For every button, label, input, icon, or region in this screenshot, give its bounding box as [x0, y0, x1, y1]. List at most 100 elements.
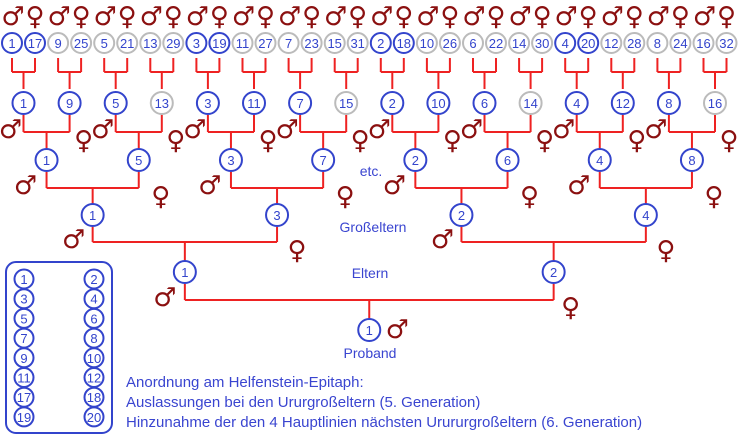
gen6-male-number: 2	[377, 36, 384, 51]
gen6-male-number: 4	[562, 36, 569, 51]
gen6-female-number: 31	[350, 36, 364, 51]
gen5-person-circle	[564, 91, 589, 115]
gen2-parent-number: 1	[181, 265, 188, 280]
female-icon: ♀	[520, 182, 539, 212]
female-icon: ♀	[440, 2, 459, 32]
gen5-person-circle	[426, 91, 451, 115]
female-icon: ♀	[25, 2, 44, 32]
proband-male-icon: ♂	[386, 315, 409, 345]
gen6-female-circle	[116, 32, 139, 54]
proband-label: Proband	[343, 345, 397, 361]
gen3-grandparent-number: 3	[273, 208, 280, 223]
gen6-male-number: 5	[101, 36, 108, 51]
gen4-person-number: 5	[135, 153, 142, 168]
male-icon: ♂	[460, 115, 483, 145]
gen5-person-circle	[195, 91, 220, 115]
grandparents-label: Großeltern	[339, 219, 407, 235]
gen5-person-number: 9	[66, 96, 73, 111]
male-icon: ♂	[183, 115, 206, 145]
gen6-male-circle	[231, 32, 254, 54]
gen4-person-circle	[311, 148, 336, 172]
gen6-female-circle	[70, 32, 93, 54]
female-icon: ♀	[351, 126, 370, 156]
note-line-2: Auslassungen bei den Ururgroßeltern (5. …	[126, 394, 481, 411]
male-icon: ♂	[462, 2, 485, 32]
female-icon: ♀	[348, 2, 367, 32]
gen6-male-circle	[93, 32, 116, 54]
gen5-person-number: 8	[665, 96, 672, 111]
gen6-male-circle	[646, 32, 669, 54]
gen4-person-number: 7	[320, 153, 327, 168]
legend-right-item-number: 4	[90, 292, 97, 307]
gen6-male-number: 10	[420, 36, 434, 51]
gen3-grandparent-number: 4	[642, 208, 649, 223]
male-icon: ♂	[431, 225, 454, 255]
gen2-parent-circle	[172, 260, 197, 284]
male-icon: ♂	[47, 2, 70, 32]
gen6-male-number: 9	[54, 36, 61, 51]
legend-right-item-number: 6	[90, 311, 97, 326]
gen6-male-circle	[185, 32, 208, 54]
gen6-male-number: 7	[285, 36, 292, 51]
gen6-female-circle	[485, 32, 507, 54]
legend-left-item-circle	[13, 406, 35, 428]
female-icon: ♀	[627, 126, 646, 156]
legend-left-item-number: 1	[20, 272, 27, 287]
gen6-male-circle	[323, 32, 346, 54]
male-icon: ♂	[601, 2, 624, 32]
female-icon: ♀	[210, 2, 229, 32]
male-icon: ♂	[644, 115, 667, 145]
female-icon: ♀	[258, 126, 277, 156]
male-icon: ♂	[370, 2, 393, 32]
legend-left-item-number: 3	[20, 292, 27, 307]
gen6-female-number: 27	[258, 36, 272, 51]
gen6-female-circle	[162, 32, 185, 54]
note-line-3: Hinzunahme der den 4 Hauptlinien nächste…	[126, 414, 643, 431]
gen5-person-number: 16	[708, 96, 722, 111]
gen6-female-circle	[577, 32, 600, 54]
legend-right-item-number: 10	[87, 351, 101, 366]
gen5-person-number: 3	[204, 96, 211, 111]
male-icon: ♂	[186, 2, 209, 32]
male-icon: ♂	[278, 2, 301, 32]
gen6-female-number: 17	[28, 36, 42, 51]
gen6-male-circle	[277, 32, 300, 54]
legend-right-item-circle	[83, 406, 105, 428]
legend-box	[5, 261, 113, 434]
male-icon: ♂	[275, 115, 298, 145]
legend-right-item-number: 20	[87, 410, 101, 425]
gen6-female-circle	[623, 32, 646, 54]
male-icon: ♂	[62, 225, 85, 255]
female-icon: ♀	[151, 182, 170, 212]
female-icon: ♀	[719, 126, 738, 156]
gen5-person-circle	[149, 91, 174, 115]
gen6-female-number: 20	[581, 36, 595, 51]
female-icon: ♀	[561, 293, 580, 323]
legend-right-item-number: 18	[87, 390, 101, 405]
gen6-female-circle	[531, 32, 554, 54]
gen6-male-circle	[600, 32, 623, 54]
gen4-person-circle	[218, 148, 243, 172]
gen5-person-number: 13	[155, 96, 169, 111]
male-icon: ♂	[198, 171, 221, 201]
legend-right-item-number: 8	[90, 331, 97, 346]
gen4-person-number: 8	[688, 153, 695, 168]
gen6-female-circle	[392, 32, 415, 54]
gen5-person-number: 2	[389, 96, 396, 111]
gen6-female-number: 29	[166, 36, 180, 51]
male-icon: ♂	[14, 171, 37, 201]
female-icon: ♀	[671, 2, 690, 32]
gen6-male-circle	[1, 32, 23, 54]
gen6-female-circle	[715, 32, 738, 54]
female-icon: ♀	[394, 2, 413, 32]
gen3-grandparent-number: 2	[458, 208, 465, 223]
gen6-female-number: 21	[120, 36, 134, 51]
gen5-person-circle	[656, 91, 681, 115]
gen6-male-number: 15	[327, 36, 341, 51]
gen6-male-number: 16	[696, 36, 710, 51]
legend-left-item-number: 5	[20, 311, 27, 326]
gen5-person-circle	[472, 91, 497, 115]
gen4-person-number: 6	[504, 153, 511, 168]
